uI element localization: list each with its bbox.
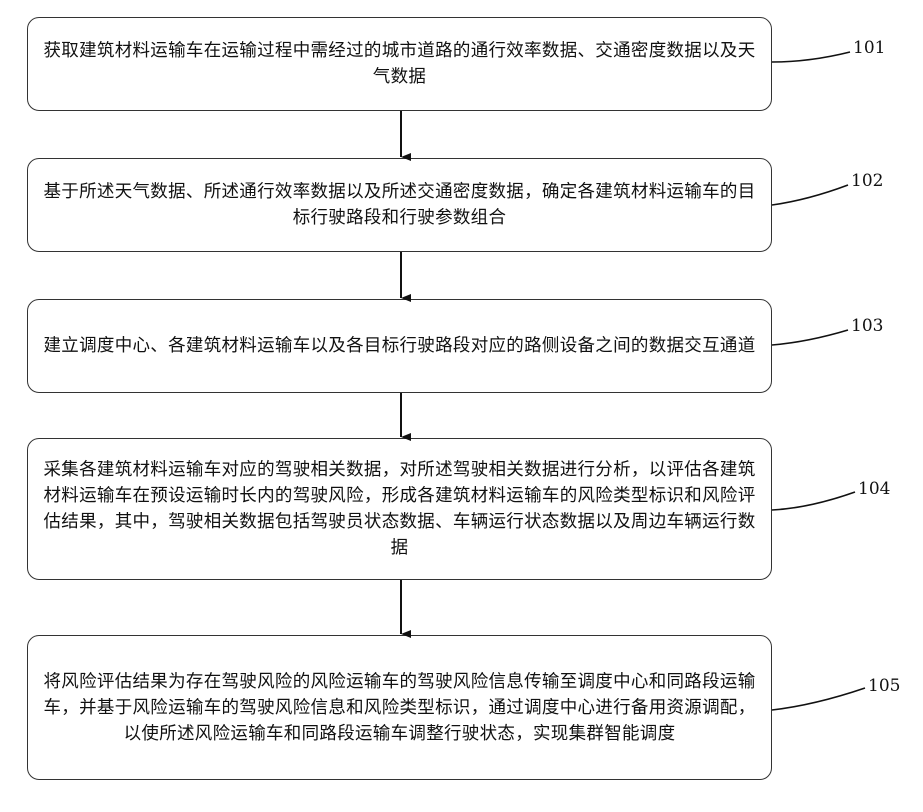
step-label-101: 101 bbox=[853, 38, 885, 58]
step-label-103: 103 bbox=[851, 316, 883, 336]
leader-line-104 bbox=[772, 492, 855, 510]
leader-line-103 bbox=[772, 330, 848, 345]
step-label-104: 104 bbox=[858, 479, 890, 499]
step-label-102: 102 bbox=[851, 171, 883, 191]
leader-line-101 bbox=[772, 52, 850, 62]
leader-line-102 bbox=[772, 185, 848, 205]
leader-line-105 bbox=[772, 688, 865, 710]
leader-lines bbox=[772, 52, 865, 710]
step-label-105: 105 bbox=[868, 676, 900, 696]
